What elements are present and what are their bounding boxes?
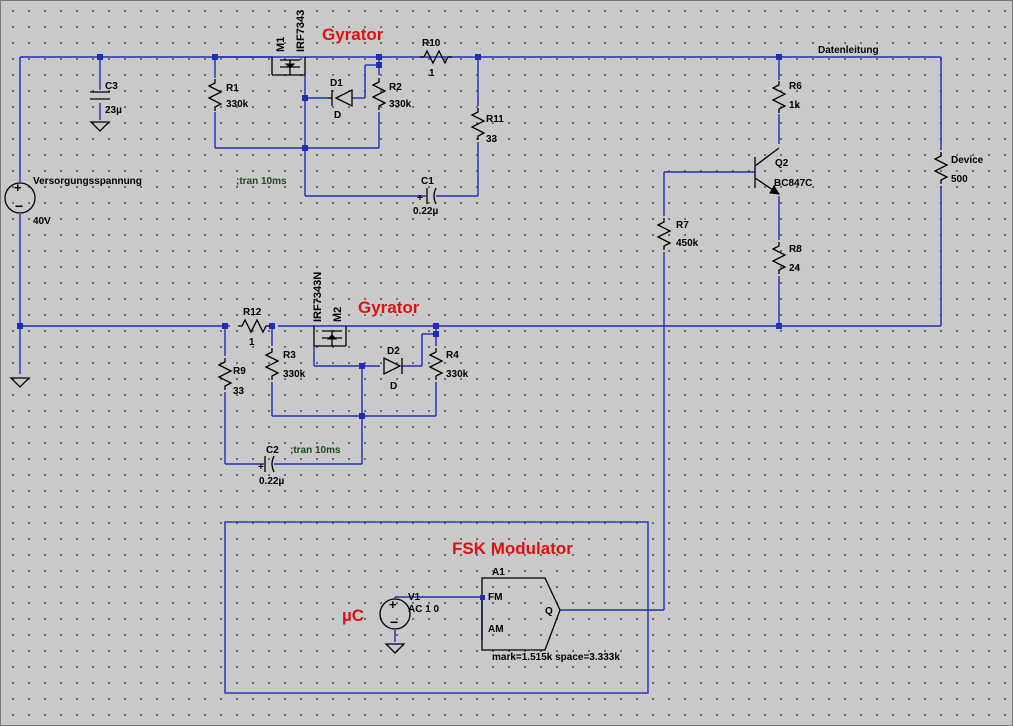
capacitor-c2[interactable]: + [258, 455, 275, 473]
uc-label: µC [342, 606, 364, 625]
spice-directive-1: ;tran 10ms [236, 176, 287, 187]
d2-model: D [390, 381, 397, 392]
resistor-device[interactable] [934, 151, 948, 185]
v1-value: AC 1 0 [408, 604, 440, 615]
d2-name: D2 [387, 346, 400, 357]
a1-params: mark=1.515k space=3.333k [492, 652, 620, 663]
device-value: 500 [951, 174, 968, 185]
a1-pin-am: AM [488, 624, 504, 635]
svg-text:+: + [389, 597, 397, 612]
resistor-r8[interactable] [772, 241, 786, 275]
ground-icon [10, 377, 30, 388]
svg-text:+: + [258, 462, 264, 473]
r12-name: R12 [243, 307, 262, 318]
a1-pin-fm: FM [488, 592, 502, 603]
r3-value: 330k [283, 369, 306, 380]
r8-value: 24 [789, 263, 801, 274]
r2-name: R2 [389, 82, 402, 93]
c2-value: 0.22µ [259, 476, 284, 487]
gyrator-title-1: Gyrator [322, 25, 384, 44]
a1-name: A1 [492, 567, 505, 578]
c1-value: 0.22µ [413, 206, 438, 217]
r6-name: R6 [789, 81, 802, 92]
gyrator-title-2: Gyrator [358, 298, 420, 317]
svg-text:−: − [390, 614, 398, 630]
capacitor-c1[interactable]: + [417, 187, 437, 205]
m2-name: M2 [332, 307, 344, 322]
resistor-r3[interactable] [265, 347, 279, 381]
resistor-r9[interactable] [218, 357, 232, 391]
d1-name: D1 [330, 78, 343, 89]
supply-name: Versorgungsspannung [33, 176, 142, 187]
resistor-r11[interactable] [471, 107, 485, 141]
ground-icon [90, 121, 110, 132]
mosfet-m2[interactable] [313, 326, 347, 347]
fsk-title: FSK Modulator [452, 539, 573, 558]
r4-value: 330k [446, 369, 469, 380]
fsk-modulator-a1[interactable] [481, 577, 561, 651]
pin-fm-dot [480, 595, 485, 600]
q2-model: BC847C [774, 178, 812, 189]
resistor-r1[interactable] [208, 78, 222, 112]
resistor-r4[interactable] [429, 347, 443, 381]
diode-d1[interactable] [328, 88, 353, 108]
transistor-q2[interactable] [754, 147, 780, 195]
net-label-datenleitung: Datenleitung [818, 45, 879, 56]
supply-value: 40V [33, 216, 51, 227]
r1-value: 330k [226, 99, 249, 110]
r9-value: 33 [233, 386, 245, 397]
r7-value: 450k [676, 238, 699, 249]
diode-d2[interactable] [383, 356, 403, 376]
capacitor-c3[interactable] [90, 91, 110, 100]
resistor-r7[interactable] [657, 217, 671, 251]
m1-name: M1 [275, 37, 287, 52]
r11-name: R11 [486, 114, 504, 125]
voltage-source-supply[interactable]: + − [4, 180, 36, 214]
r6-value: 1k [789, 100, 801, 111]
r4-name: R4 [446, 350, 459, 361]
v1-name: V1 [408, 592, 421, 603]
c3-value: 23µ [105, 105, 122, 116]
voltage-source-v1[interactable]: + − [379, 597, 411, 630]
mosfet-m1[interactable] [271, 57, 306, 76]
m1-model: IRF7343 [295, 10, 307, 52]
svg-text:+: + [417, 193, 423, 204]
resistor-r2[interactable] [372, 77, 386, 111]
r1-name: R1 [226, 83, 239, 94]
r8-name: R8 [789, 244, 802, 255]
ground-icon [385, 643, 405, 654]
spice-directive-2: ;tran 10ms [290, 445, 341, 456]
r12-value: 1 [249, 337, 255, 348]
r11-value: 33 [486, 134, 498, 145]
junctions [17, 54, 782, 419]
svg-text:−: − [15, 198, 23, 214]
device-name: Device [951, 155, 984, 166]
r2-value: 330k [389, 99, 412, 110]
r9-name: R9 [233, 366, 246, 377]
c3-name: C3 [105, 81, 118, 92]
r3-name: R3 [283, 350, 296, 361]
resistor-r6[interactable] [772, 80, 786, 114]
svg-text:+: + [14, 180, 22, 195]
resistor-r12[interactable] [237, 319, 271, 333]
c2-name: C2 [266, 445, 279, 456]
r10-name: R10 [422, 38, 441, 49]
r7-name: R7 [676, 220, 689, 231]
c1-name: C1 [421, 176, 434, 187]
r10-value: 1 [429, 68, 435, 79]
m2-model: IRF7343N [312, 272, 324, 322]
a1-pin-q: Q [545, 606, 553, 617]
q2-name: Q2 [775, 158, 789, 169]
d1-model: D [334, 110, 341, 121]
